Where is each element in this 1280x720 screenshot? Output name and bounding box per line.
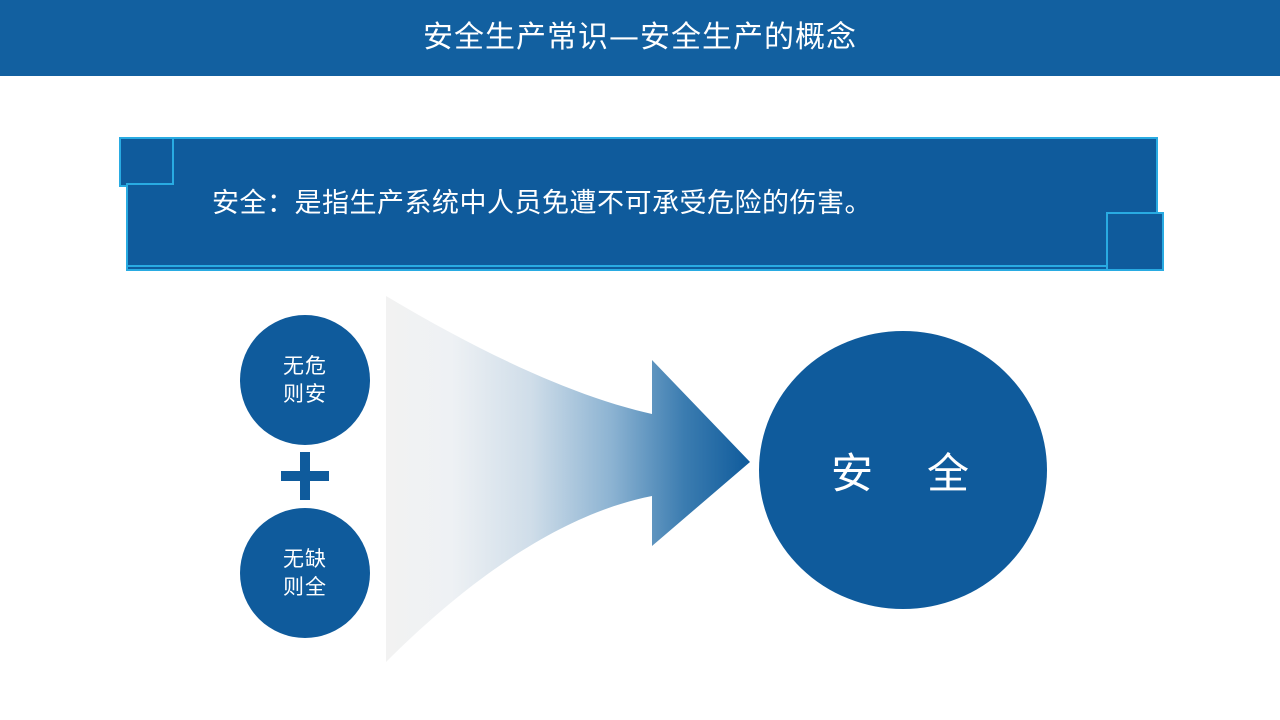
input-circle-no-danger-line2: 则安 bbox=[283, 382, 327, 406]
plus-operator-icon bbox=[281, 452, 329, 500]
arrow-body-path bbox=[386, 296, 750, 662]
input-circle-no-danger[interactable]: 无危 则安 bbox=[240, 315, 370, 445]
banner-right-tab bbox=[1106, 212, 1164, 271]
flow-arrow bbox=[380, 288, 756, 670]
result-circle-label: 安 全 bbox=[830, 448, 975, 498]
input-circle-no-danger-line1: 无危 bbox=[283, 354, 327, 378]
right-arrow-icon bbox=[386, 296, 750, 662]
input-circle-no-defect-line1: 无缺 bbox=[283, 547, 327, 571]
input-circle-no-defect-line2: 则全 bbox=[283, 575, 327, 599]
slide-header-bar: 安全生产常识—安全生产的概念 bbox=[0, 0, 1280, 76]
definition-banner: 安全：是指生产系统中人员免遭不可承受危险的伤害。 bbox=[118, 136, 1165, 272]
result-circle-safety[interactable]: 安 全 bbox=[759, 331, 1047, 609]
definition-text: 安全：是指生产系统中人员免遭不可承受危险的伤害。 bbox=[212, 188, 872, 219]
banner-main-block bbox=[126, 137, 1158, 267]
banner-left-tab bbox=[119, 137, 174, 187]
page-title: 安全生产常识—安全生产的概念 bbox=[423, 20, 857, 55]
input-circle-no-defect[interactable]: 无缺 则全 bbox=[240, 508, 370, 638]
banner-stepped-shape bbox=[119, 137, 1164, 271]
